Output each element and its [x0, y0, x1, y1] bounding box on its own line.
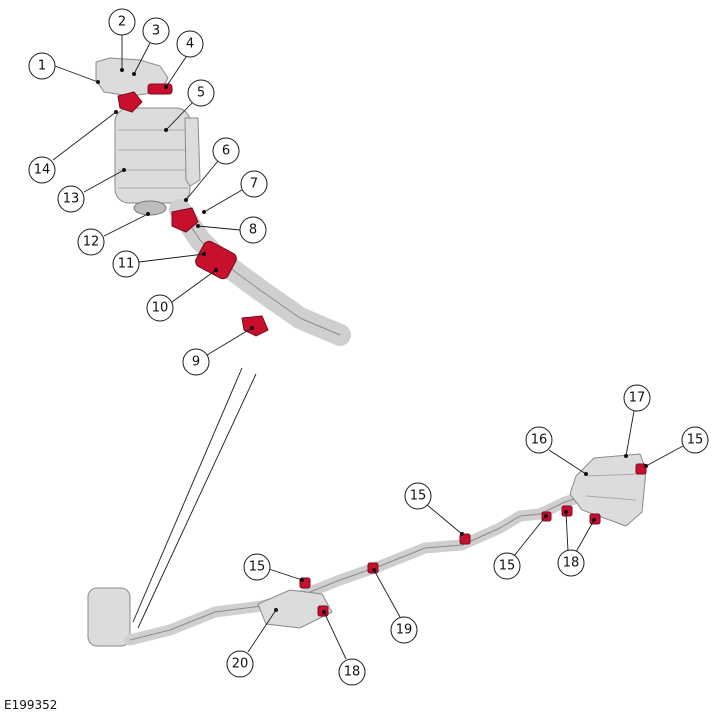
callout-5: 5 — [197, 86, 205, 101]
callout-13: 13 — [63, 192, 80, 207]
callout-10: 10 — [152, 301, 169, 316]
callout-9: 9 — [192, 355, 200, 370]
callout-4: 4 — [186, 37, 194, 52]
converter-body — [114, 107, 191, 204]
callout-17: 17 — [629, 391, 646, 406]
callout-16: 16 — [531, 433, 548, 448]
callout-12: 12 — [83, 235, 100, 250]
callout-3: 3 — [152, 24, 160, 39]
hanger-15-d — [635, 463, 647, 475]
callout-15-d: 15 — [687, 433, 704, 448]
callout-7: 7 — [250, 177, 258, 192]
flange-7-8 — [171, 207, 199, 233]
callout-labels: 1 2 3 4 5 6 7 8 9 10 — [28, 8, 709, 686]
lower-exhaust-system — [87, 453, 647, 647]
flex-joint-10-11 — [195, 240, 237, 280]
rear-silencer — [569, 453, 647, 527]
hanger-15-b — [459, 533, 471, 545]
outlet-cone — [133, 200, 167, 216]
callout-14: 14 — [34, 163, 51, 178]
clamp-4 — [147, 83, 173, 95]
callout-6: 6 — [222, 144, 230, 159]
callout-15-a: 15 — [249, 560, 266, 575]
callout-19: 19 — [396, 623, 413, 638]
gasket-9 — [241, 315, 269, 337]
callout-20: 20 — [232, 657, 249, 672]
centre-silencer — [257, 589, 333, 629]
callout-18-a: 18 — [344, 665, 361, 680]
callout-11: 11 — [118, 257, 135, 272]
callout-2: 2 — [118, 15, 126, 30]
callout-1: 1 — [38, 59, 46, 74]
sensor-14 — [117, 91, 143, 113]
figure-reference-code: E199352 — [4, 698, 58, 712]
callout-18-b: 18 — [563, 556, 580, 571]
side-bracket — [184, 117, 201, 187]
small-converter — [87, 587, 131, 647]
callout-15-c: 15 — [499, 559, 516, 574]
callout-8: 8 — [249, 223, 257, 238]
callout-15-b: 15 — [410, 489, 427, 504]
upper-detail-assembly — [95, 57, 351, 346]
